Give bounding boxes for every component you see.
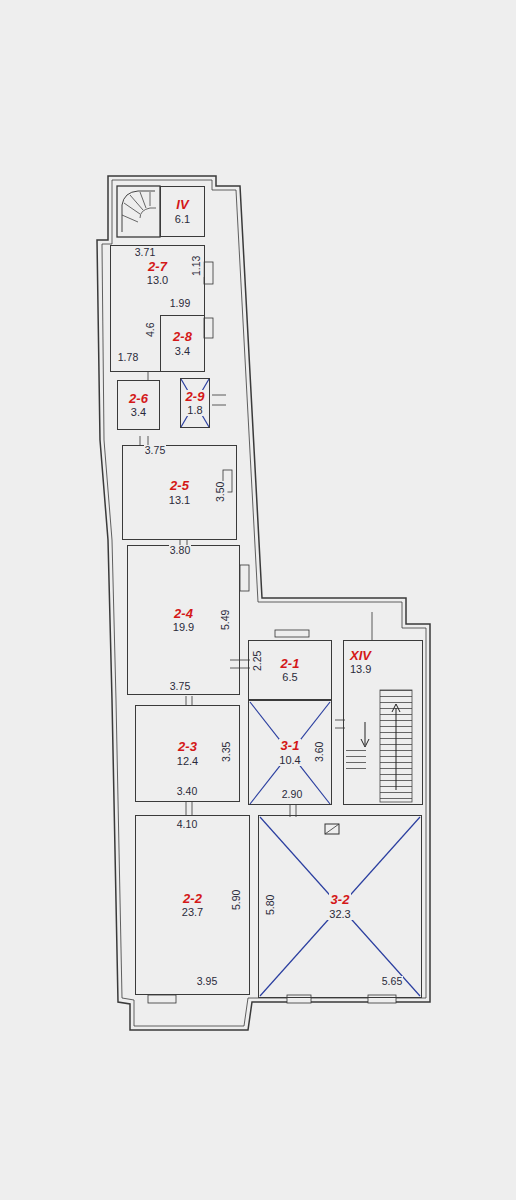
room-area: 3.4 [173, 345, 192, 357]
outer-wall [97, 176, 430, 1030]
room-box: 2-83.4 [160, 315, 205, 372]
dimension-label: 2.25 [252, 650, 264, 672]
room-area: 13.9 [348, 663, 373, 675]
room-number: 2-9 [184, 390, 207, 404]
room-area: 23.7 [180, 906, 205, 918]
room-number: 2-7 [146, 260, 169, 274]
dimension-label: 5.90 [231, 889, 243, 911]
dimension-label: 5.80 [265, 894, 277, 916]
room-box: 2-91.8 [180, 378, 210, 428]
dimension-label: 3.95 [196, 976, 218, 988]
stair-flight [346, 690, 412, 802]
room-area: 13.0 [145, 274, 170, 286]
dimension-label: 3.60 [314, 741, 326, 763]
dimension-label: 3.71 [134, 247, 156, 259]
dimension-label: 5.65 [381, 976, 403, 988]
room-number: XIV [348, 649, 373, 663]
dimension-label: 3.75 [144, 445, 166, 457]
room-area: 12.4 [175, 755, 200, 767]
vent-symbol [325, 824, 339, 834]
room-area: 32.3 [327, 908, 352, 920]
dimension-label: 4.10 [176, 819, 198, 831]
room-area: 19.9 [171, 621, 196, 633]
room-number: 3-1 [279, 739, 302, 753]
dimension-label: 1.78 [117, 352, 139, 364]
inner-wall [102, 180, 426, 1026]
stair-top [117, 186, 160, 237]
room-area: 13.1 [167, 494, 192, 506]
room-number: 2-5 [168, 479, 191, 493]
room-number: 2-4 [172, 607, 195, 621]
room-area: 6.5 [280, 671, 299, 683]
room-number: 3-2 [329, 893, 352, 907]
windows [148, 262, 396, 1003]
room-number: 2-6 [127, 392, 150, 406]
dimension-label: 2.90 [281, 789, 303, 801]
room-number: 2-3 [176, 740, 199, 754]
room-number: 2-2 [181, 892, 204, 906]
room-box: 3-232.3 [258, 815, 422, 998]
dimension-label: 3.80 [169, 545, 191, 557]
dimension-label: 3.75 [169, 681, 191, 693]
room-number: IV [174, 198, 190, 212]
dimension-label: 3.40 [176, 786, 198, 798]
door-marks [140, 372, 372, 817]
room-number: 2-8 [171, 330, 194, 344]
room-number: 2-1 [279, 657, 302, 671]
room-box: IV6.1 [160, 186, 205, 237]
room-box: 2-63.4 [117, 380, 160, 430]
cross-marks [181, 379, 420, 996]
dimension-label: 1.13 [191, 255, 203, 277]
dimension-label: 3.35 [221, 741, 233, 763]
room-box: XIV13.9 [343, 640, 423, 805]
dimension-label: 3.50 [215, 481, 227, 503]
dimension-label: 1.99 [169, 298, 191, 310]
room-area: 10.4 [277, 754, 302, 766]
dimension-label: 4.6 [144, 322, 156, 339]
room-area: 1.8 [185, 404, 204, 416]
dimension-label: 5.49 [220, 609, 232, 631]
room-area: 3.4 [129, 406, 148, 418]
room-area: 6.1 [173, 213, 192, 225]
